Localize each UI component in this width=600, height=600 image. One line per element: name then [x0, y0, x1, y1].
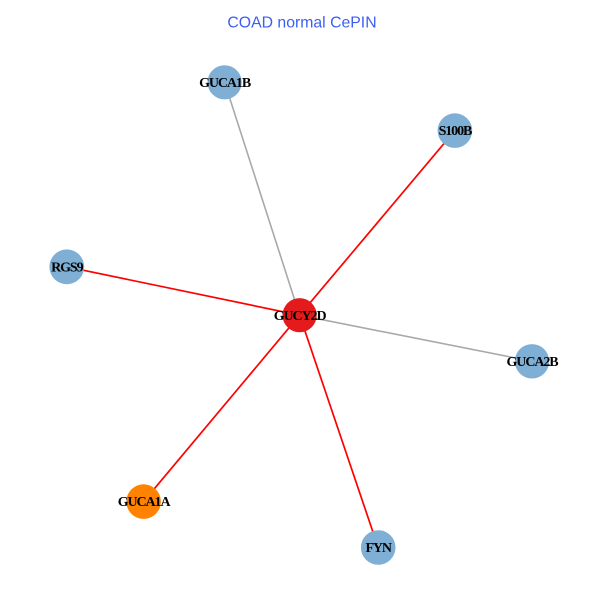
- svg-text:GUCA2B: GUCA2B: [507, 355, 559, 370]
- svg-text:GUCY2D: GUCY2D: [274, 309, 327, 324]
- svg-text:GUCA1B: GUCA1B: [199, 76, 251, 91]
- svg-text:COAD normal CePIN: COAD normal CePIN: [227, 15, 376, 32]
- svg-text:RGS9: RGS9: [51, 260, 83, 275]
- svg-text:S100B: S100B: [439, 124, 472, 139]
- svg-text:FYN: FYN: [365, 541, 391, 556]
- svg-text:GUCA1A: GUCA1A: [118, 495, 172, 510]
